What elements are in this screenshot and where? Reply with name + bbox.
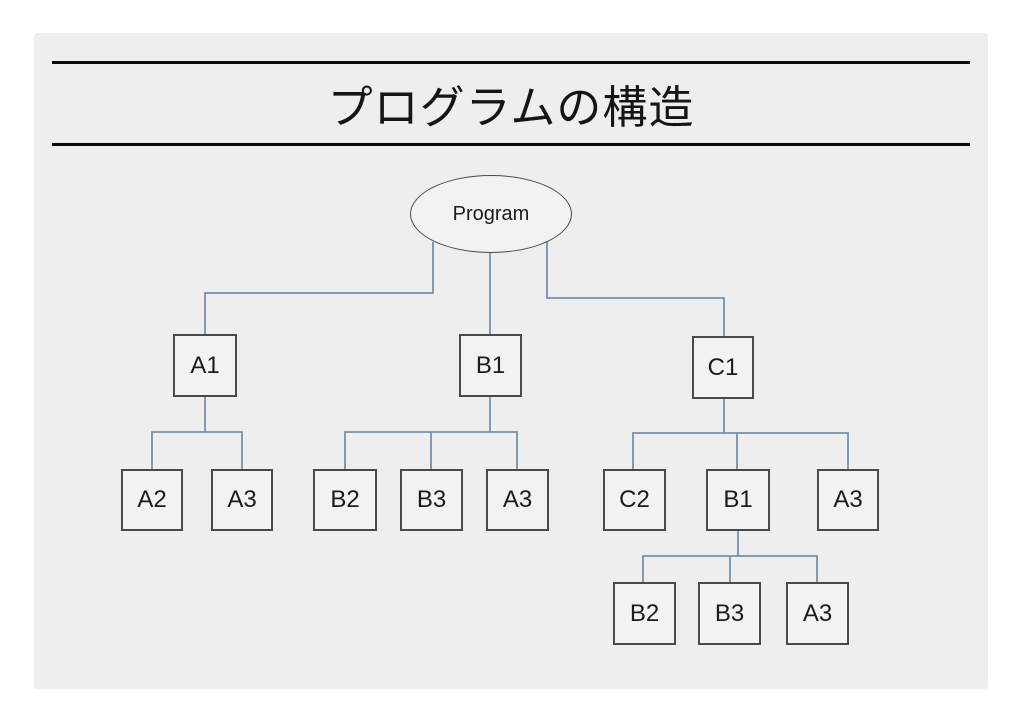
node-c1: C1 xyxy=(692,336,754,399)
node-a3-under-c1: A3 xyxy=(817,469,879,531)
node-c2: C2 xyxy=(603,469,666,531)
node-b1-under-c1: B1 xyxy=(706,469,770,531)
node-a1: A1 xyxy=(173,334,237,397)
node-b3-level4: B3 xyxy=(698,582,761,645)
node-b3-under-b1: B3 xyxy=(400,469,463,531)
node-program: Program xyxy=(410,175,572,253)
node-b2-level4: B2 xyxy=(613,582,676,645)
node-b1: B1 xyxy=(459,334,522,397)
node-a2: A2 xyxy=(121,469,183,531)
node-a3-level4: A3 xyxy=(786,582,849,645)
title-rule-top xyxy=(52,61,970,64)
title-rule-bottom xyxy=(52,143,970,146)
node-a3-under-b1: A3 xyxy=(486,469,549,531)
node-b2-under-b1: B2 xyxy=(313,469,377,531)
slide-title: プログラムの構造 xyxy=(327,82,695,133)
node-a3-under-a1: A3 xyxy=(211,469,273,531)
